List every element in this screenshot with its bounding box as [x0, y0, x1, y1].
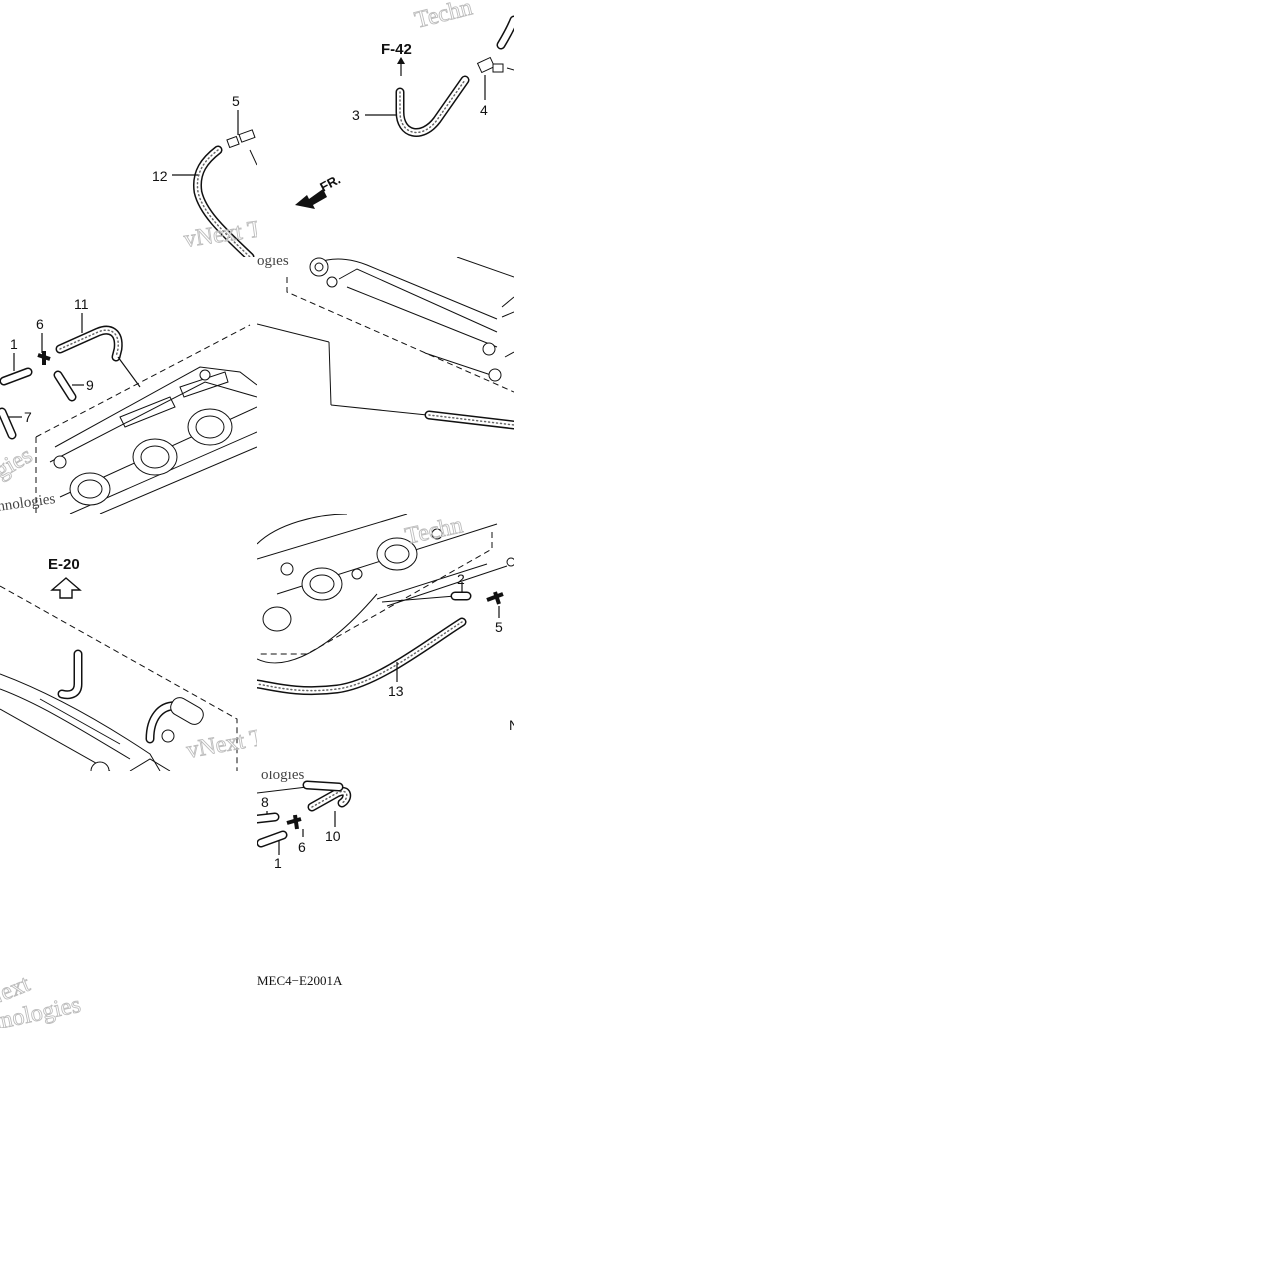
tile-watermark-corner-drawing: Next chnologies — [0, 970, 83, 1028]
watermark-g: ologies — [261, 771, 304, 783]
t-joint-5-icon — [226, 135, 240, 149]
tile-hose-10-drawing: 10 8 6 1 MEC4−E2001A ologies — [257, 771, 352, 988]
callout-8: 8 — [261, 794, 269, 810]
tile-throttle-right-drawing: ogies — [257, 257, 514, 430]
watermark-f: vNext Te — [185, 723, 257, 764]
reference-f42: F-42 — [381, 41, 412, 58]
callout-1-left: 1 — [10, 336, 18, 352]
arrow-up-outline-icon — [50, 577, 82, 599]
tile-hose-3-drawing: F-42 3 4 FR. Techn — [295, 0, 514, 209]
joint-4-end-icon — [492, 63, 504, 73]
callout-4: 4 — [480, 102, 488, 118]
callout-5-top: 5 — [232, 93, 240, 109]
tile-hose-12: 12 5 vNext Tec — [0, 0, 257, 257]
callout-6-left: 6 — [36, 316, 44, 332]
callout-5-lower: 5 — [495, 619, 503, 635]
callout-12: 12 — [152, 168, 168, 184]
tile-hose-13-drawing: 2 5 13 N Techn — [257, 514, 514, 733]
tile-throttle-right: ogies — [257, 257, 514, 514]
watermark-c-1: ogies — [0, 442, 37, 490]
callout-3: 3 — [352, 107, 360, 123]
callout-6-bottom: 6 — [298, 839, 306, 855]
t-joint-6-icon — [37, 351, 51, 365]
tile-air-box: E-20 vNext Te — [0, 514, 257, 771]
tile-hose-10: 10 8 6 1 MEC4−E2001A ologies — [257, 771, 514, 1028]
tile-air-box-drawing: E-20 vNext Te — [0, 556, 257, 771]
reference-e20: E-20 — [48, 556, 80, 573]
tile-watermark-corner: Next chnologies — [0, 771, 257, 1028]
front-arrow-icon — [295, 189, 327, 209]
watermark-a: Techn — [412, 0, 475, 34]
throttle-body-right — [309, 257, 514, 382]
t-joint-5-lower-icon — [486, 591, 504, 605]
watermark-d: ogies — [257, 257, 289, 269]
throttle-body-lower — [257, 514, 508, 664]
tile-hose-13: 2 5 13 N Techn — [257, 514, 514, 771]
callout-11: 11 — [74, 296, 89, 312]
t-joint-6-bottom-icon — [286, 814, 302, 830]
throttle-body-left — [49, 366, 257, 514]
tile-hose-3: F-42 3 4 FR. Techn — [257, 0, 514, 257]
tile-hose-12-drawing: 12 5 vNext Tec — [152, 93, 257, 257]
joint-4-icon — [476, 56, 496, 74]
stray-letter: N — [509, 717, 514, 733]
callout-9: 9 — [86, 377, 94, 393]
callout-2: 2 — [457, 571, 465, 587]
arrow-up-icon — [397, 57, 405, 64]
air-box-left — [0, 649, 204, 771]
callout-1-bottom: 1 — [274, 855, 282, 871]
tile-throttle-left-drawing: 11 6 1 9 7 — [0, 296, 257, 514]
diagram-code: MEC4−E2001A — [257, 973, 343, 988]
callout-13: 13 — [388, 683, 404, 699]
callout-7: 7 — [24, 409, 32, 425]
callout-10: 10 — [325, 828, 341, 844]
t-joint-5-stem-icon — [238, 129, 256, 143]
tile-throttle-left: 11 6 1 9 7 — [0, 257, 257, 514]
watermark-c-2: hnologies — [0, 491, 56, 514]
